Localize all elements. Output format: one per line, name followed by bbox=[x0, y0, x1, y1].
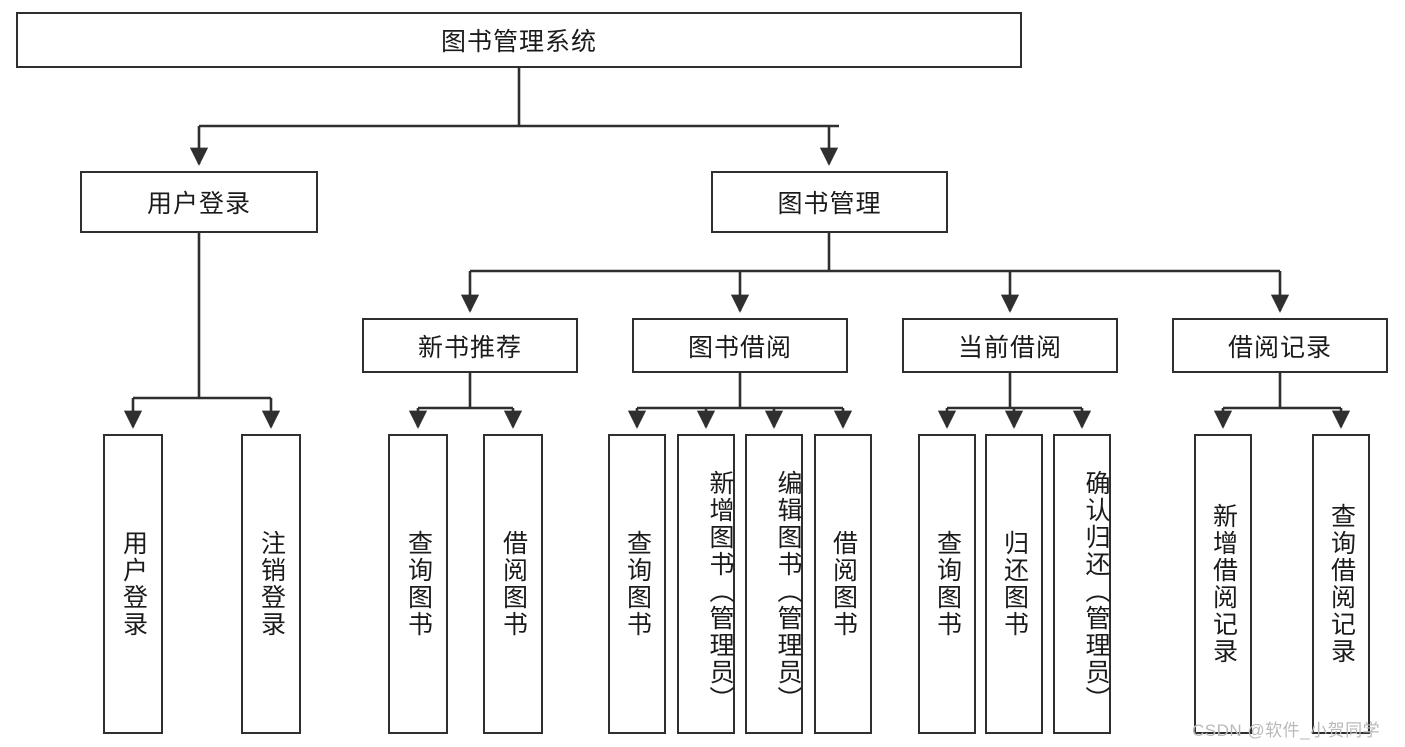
node-leaf-query-book-rec-label: 查询图书 bbox=[404, 530, 433, 638]
node-leaf-add-record[interactable]: 新增借阅记录 bbox=[1194, 434, 1252, 734]
node-leaf-user-login[interactable]: 用户登录 bbox=[103, 434, 163, 734]
edge-group-user-login bbox=[123, 233, 281, 429]
node-leaf-add-book[interactable]: 新增图书（管理员） bbox=[677, 434, 735, 734]
edge-group-book-manage bbox=[460, 233, 1290, 313]
node-book-manage-label: 图书管理 bbox=[777, 190, 882, 218]
node-leaf-add-book-label: 新增图书（管理员） bbox=[706, 469, 734, 713]
edge-group-current-borrow bbox=[937, 373, 1092, 429]
node-leaf-confirm-return[interactable]: 确认归还（管理员） bbox=[1053, 434, 1111, 734]
node-leaf-query-book-br-label: 查询图书 bbox=[623, 530, 652, 638]
node-leaf-user-login-label: 用户登录 bbox=[119, 530, 148, 638]
node-root-label: 图书管理系统 bbox=[440, 28, 597, 56]
node-leaf-query-record[interactable]: 查询借阅记录 bbox=[1312, 434, 1370, 734]
node-leaf-add-record-label: 新增借阅记录 bbox=[1209, 503, 1238, 665]
edge-group-root bbox=[189, 68, 839, 166]
node-book-borrow[interactable]: 图书借阅 bbox=[632, 318, 848, 373]
node-new-book-rec[interactable]: 新书推荐 bbox=[362, 318, 578, 373]
node-book-borrow-label: 图书借阅 bbox=[687, 333, 792, 362]
node-leaf-return-book[interactable]: 归还图书 bbox=[985, 434, 1043, 734]
node-leaf-return-book-label: 归还图书 bbox=[1000, 530, 1029, 638]
node-current-borrow-label: 当前借阅 bbox=[957, 333, 1062, 362]
node-leaf-edit-book[interactable]: 编辑图书（管理员） bbox=[745, 434, 803, 734]
node-borrow-record-label: 借阅记录 bbox=[1227, 333, 1332, 362]
node-borrow-record[interactable]: 借阅记录 bbox=[1172, 318, 1388, 373]
node-leaf-query-record-label: 查询借阅记录 bbox=[1327, 503, 1356, 665]
node-leaf-borrow-book-rec-label: 借阅图书 bbox=[499, 530, 528, 638]
node-leaf-query-book-cb[interactable]: 查询图书 bbox=[918, 434, 976, 734]
node-user-login-label: 用户登录 bbox=[146, 190, 251, 218]
node-new-book-rec-label: 新书推荐 bbox=[417, 333, 522, 362]
node-leaf-edit-book-label: 编辑图书（管理员） bbox=[774, 469, 802, 713]
node-user-login[interactable]: 用户登录 bbox=[80, 171, 318, 233]
node-leaf-query-book-br[interactable]: 查询图书 bbox=[608, 434, 666, 734]
node-root[interactable]: 图书管理系统 bbox=[16, 12, 1022, 68]
node-leaf-borrow-book-rec[interactable]: 借阅图书 bbox=[483, 434, 543, 734]
edge-group-borrow-record bbox=[1213, 373, 1351, 429]
edge-group-book-borrow bbox=[627, 373, 853, 429]
node-leaf-query-book-rec[interactable]: 查询图书 bbox=[388, 434, 448, 734]
node-leaf-logout[interactable]: 注销登录 bbox=[241, 434, 301, 734]
node-leaf-borrow-book-br-label: 借阅图书 bbox=[829, 530, 858, 638]
node-current-borrow[interactable]: 当前借阅 bbox=[902, 318, 1118, 373]
node-leaf-logout-label: 注销登录 bbox=[257, 530, 286, 638]
node-book-manage[interactable]: 图书管理 bbox=[711, 171, 948, 233]
csdn-watermark: CSDN @软件_小贺同学 bbox=[1192, 721, 1381, 740]
node-leaf-borrow-book-br[interactable]: 借阅图书 bbox=[814, 434, 872, 734]
edge-group-new-book-rec bbox=[408, 373, 523, 429]
node-leaf-confirm-return-label: 确认归还（管理员） bbox=[1082, 469, 1110, 713]
node-leaf-query-book-cb-label: 查询图书 bbox=[933, 530, 962, 638]
